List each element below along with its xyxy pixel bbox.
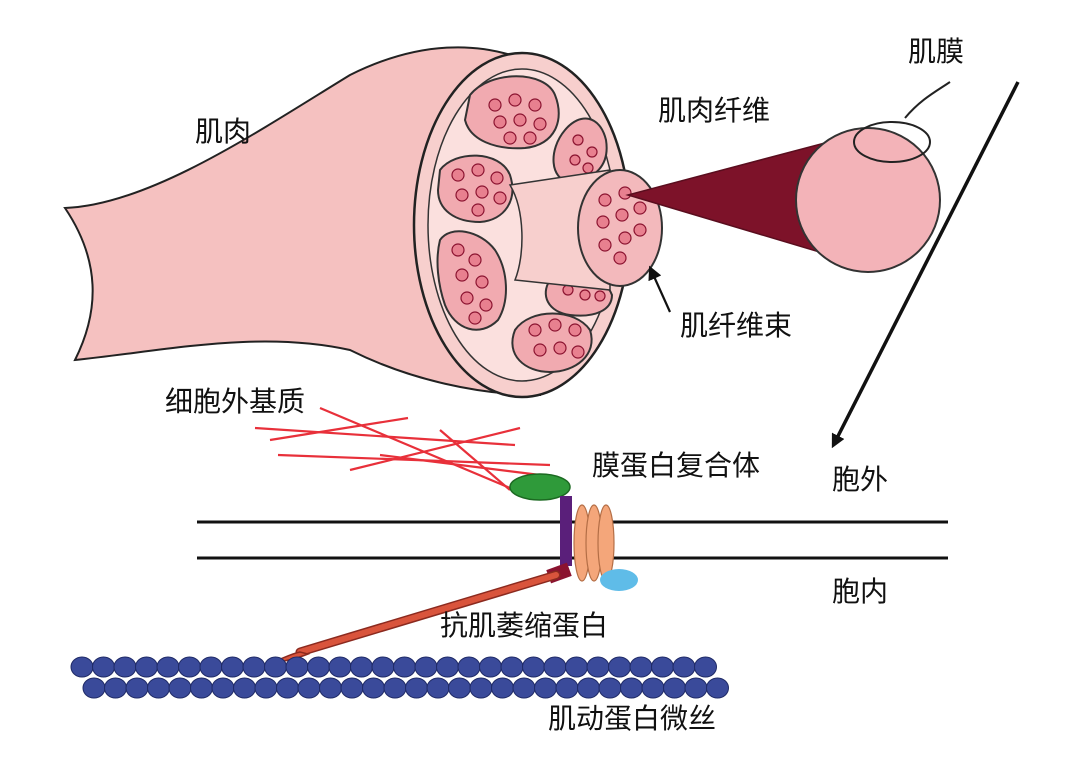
extruded-fiber-dots: [596, 186, 647, 265]
ecm-fibers: [254, 406, 551, 491]
actin-bead: [113, 656, 137, 678]
actin-bead: [565, 656, 588, 678]
actin-bead: [500, 656, 524, 678]
fascicles: [436, 75, 614, 374]
actin-bead: [663, 677, 686, 699]
actin-bead: [92, 656, 115, 678]
actin-bead: [491, 677, 514, 699]
membrane-protein-complex: [509, 473, 638, 591]
blue-protein: [600, 569, 638, 591]
purple-protein: [560, 496, 572, 566]
actin-bead: [147, 677, 170, 699]
actin-bead: [706, 677, 729, 699]
actin-bead: [522, 656, 545, 678]
actin-bead: [242, 656, 266, 678]
actin-bead: [178, 656, 201, 678]
actin-bead: [264, 656, 287, 678]
actin-bead: [70, 656, 94, 678]
actin-bead: [254, 677, 278, 699]
actin-bead: [512, 677, 536, 699]
label-muscle-fiber: 肌肉纤维: [658, 94, 771, 127]
actin-bead: [469, 677, 493, 699]
actin-bead: [221, 656, 244, 678]
fascicle-top: [463, 75, 560, 150]
actin-bead: [233, 677, 256, 699]
actin-bead: [82, 677, 106, 699]
actin-bead: [436, 656, 459, 678]
actin-bead: [125, 677, 149, 699]
label-membrane-complex: 膜蛋白复合体: [592, 449, 761, 482]
diagonal-arrow-icon: [831, 81, 1020, 449]
orange-protein-3: [597, 504, 615, 582]
actin-bead: [168, 677, 192, 699]
actin-bead: [211, 677, 235, 699]
actin-bead: [340, 677, 364, 699]
actin-bead: [534, 677, 557, 699]
fascicle-upper-right: [552, 117, 608, 184]
actin-bead: [448, 677, 471, 699]
actin-bead: [405, 677, 428, 699]
actin-bead: [684, 677, 708, 699]
label-fascicle: 肌纤维束: [680, 309, 793, 342]
label-intracellular: 胞内: [832, 575, 889, 608]
actin-bead: [598, 677, 622, 699]
actin-bead: [362, 677, 385, 699]
actin-bead: [285, 656, 309, 678]
actin-bead: [199, 656, 223, 678]
sarcolemma-ring: [853, 121, 931, 163]
actin-bead: [457, 656, 481, 678]
actin-bead: [555, 677, 579, 699]
actin-bead: [156, 656, 180, 678]
actin-bead: [276, 677, 299, 699]
muscle-fiber-circle: [795, 127, 941, 273]
actin-bead: [577, 677, 600, 699]
actin-bead: [586, 656, 610, 678]
actin-bead: [350, 656, 373, 678]
label-actin: 肌动蛋白微丝: [548, 702, 717, 735]
actin-bead: [426, 677, 450, 699]
actin-bead: [328, 656, 352, 678]
actin-bead: [651, 656, 674, 678]
actin-bead: [414, 656, 438, 678]
label-extracellular: 胞外: [832, 463, 889, 496]
green-protein: [509, 473, 571, 501]
actin-bead: [383, 677, 407, 699]
actin-bead: [297, 677, 321, 699]
label-ecm: 细胞外基质: [165, 385, 306, 418]
label-sarcolemma: 肌膜: [908, 35, 965, 68]
fiber-dots: [451, 93, 606, 359]
actin-filament: [70, 656, 729, 699]
actin-bead: [620, 677, 643, 699]
label-dystrophin: 抗肌萎缩蛋白: [440, 609, 609, 642]
actin-bead: [371, 656, 395, 678]
actin-bead: [629, 656, 653, 678]
actin-bead: [319, 677, 342, 699]
actin-bead: [135, 656, 158, 678]
sarcolemma-leader: [904, 81, 951, 119]
actin-bead: [190, 677, 213, 699]
actin-bead: [543, 656, 567, 678]
actin-bead: [479, 656, 502, 678]
actin-bead: [641, 677, 665, 699]
actin-bead: [694, 656, 717, 678]
pointer-arrow-icon: [648, 265, 672, 313]
actin-bead: [672, 656, 696, 678]
actin-bead: [104, 677, 127, 699]
actin-bead: [307, 656, 330, 678]
extruded-fascicle-end: [577, 169, 663, 287]
actin-bead: [608, 656, 631, 678]
label-muscle: 肌肉: [195, 115, 252, 148]
muscle-body: [63, 46, 542, 397]
actin-bead: [393, 656, 416, 678]
